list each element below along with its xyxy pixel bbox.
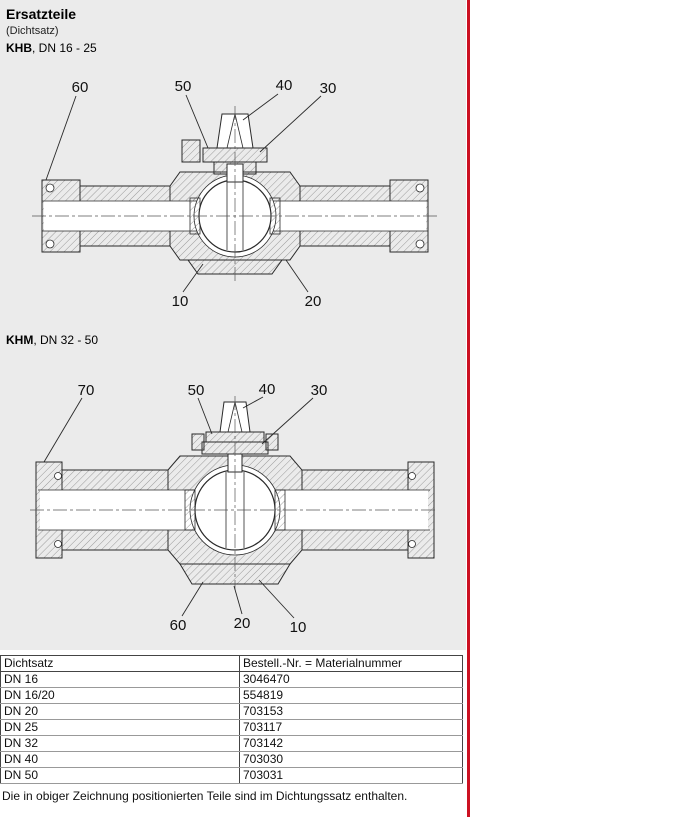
callout-labels: 60 50 40 30 10 20 <box>72 77 337 310</box>
table-row: DN 25 703117 <box>0 719 463 736</box>
table-row: DN 32 703142 <box>0 735 463 752</box>
callout-40: 40 <box>276 77 293 94</box>
table-row: DN 16/20 554819 <box>0 687 463 704</box>
cell-materialnummer: 703031 <box>239 767 463 784</box>
valve-drawing-khb: 60 50 40 30 10 20 <box>32 77 438 310</box>
callout-60: 60 <box>72 79 89 96</box>
cell-materialnummer: 703142 <box>239 735 463 752</box>
leader-lines <box>45 93 322 293</box>
table-row: DN 16 3046470 <box>0 671 463 688</box>
page-title: Ersatzteile <box>6 6 77 22</box>
cell-materialnummer: 554819 <box>239 687 463 704</box>
variant-khb-code: KHB <box>6 41 32 55</box>
page-margin-rule <box>467 0 470 817</box>
callout-70: 70 <box>78 382 95 399</box>
callout-60: 60 <box>170 617 187 634</box>
variant-label-khb: KHB, DN 16 - 25 <box>6 41 97 55</box>
o-rings <box>45 183 425 249</box>
callout-50: 50 <box>175 78 192 95</box>
cell-dn: DN 25 <box>0 719 240 736</box>
variant-khm-code: KHM <box>6 333 34 347</box>
footer-note: Die in obiger Zeichnung positionierten T… <box>2 789 408 803</box>
centerlines <box>32 106 438 284</box>
stop-block <box>181 139 201 163</box>
variant-khb-range: , DN 16 - 25 <box>32 41 97 55</box>
leader-lines <box>43 396 314 619</box>
cell-dn: DN 16/20 <box>0 687 240 704</box>
page-subtitle: (Dichtsatz) <box>6 25 59 37</box>
cell-materialnummer: 703153 <box>239 703 463 720</box>
callout-labels: 70 50 40 30 60 20 10 <box>78 381 328 636</box>
cell-dn: DN 20 <box>0 703 240 720</box>
cell-dn: DN 32 <box>0 735 240 752</box>
stop-block-left <box>191 433 205 451</box>
drawing-area: Ersatzteile (Dichtsatz) KHB, DN 16 - 25 <box>0 0 466 650</box>
callout-30: 30 <box>320 80 337 97</box>
valve-drawing-khm: 70 50 40 30 60 20 10 <box>30 381 438 636</box>
callout-20: 20 <box>305 293 322 310</box>
callout-20: 20 <box>234 615 251 632</box>
table-row: DN 50 703031 <box>0 767 463 784</box>
callout-30: 30 <box>311 382 328 399</box>
callout-40: 40 <box>259 381 276 398</box>
table-header-row: Dichtsatz Bestell.-Nr. = Materialnummer <box>0 655 463 672</box>
col-header-bestellnr: Bestell.-Nr. = Materialnummer <box>239 655 463 672</box>
dichtsatz-table: Dichtsatz Bestell.-Nr. = Materialnummer … <box>0 655 463 784</box>
cell-materialnummer: 703030 <box>239 751 463 768</box>
callout-50: 50 <box>188 382 205 399</box>
variant-khm-range: , DN 32 - 50 <box>33 333 99 347</box>
centerlines <box>30 396 438 590</box>
callout-10: 10 <box>172 293 189 310</box>
table-row: DN 20 703153 <box>0 703 463 720</box>
variant-label-khm: KHM, DN 32 - 50 <box>6 333 98 347</box>
cell-materialnummer: 703117 <box>239 719 463 736</box>
cell-materialnummer: 3046470 <box>239 671 463 688</box>
o-rings <box>54 472 416 548</box>
col-header-dichtsatz: Dichtsatz <box>0 655 240 672</box>
table-row: DN 40 703030 <box>0 751 463 768</box>
handle <box>219 401 251 433</box>
cell-dn: DN 40 <box>0 751 240 768</box>
stop-block-right <box>265 433 279 451</box>
callout-10: 10 <box>290 619 307 636</box>
cell-dn: DN 16 <box>0 671 240 688</box>
cell-dn: DN 50 <box>0 767 240 784</box>
